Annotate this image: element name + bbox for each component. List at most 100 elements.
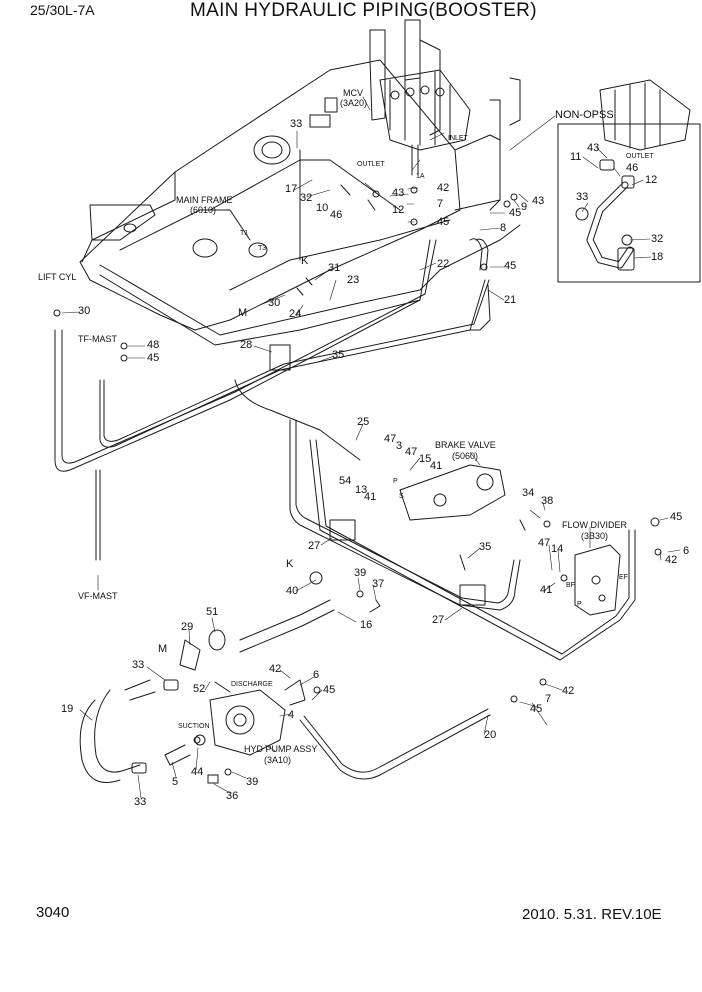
part-number: 18 bbox=[651, 251, 664, 263]
label-port-p2: P bbox=[577, 601, 582, 608]
part-number: 46 bbox=[330, 209, 343, 221]
part-number: 19 bbox=[61, 703, 74, 715]
part-number: 9 bbox=[521, 201, 528, 213]
main-frame-outline bbox=[79, 19, 521, 346]
part-number: 23 bbox=[347, 274, 360, 286]
part-number: 45 bbox=[437, 216, 450, 228]
part-number: 42 bbox=[437, 182, 450, 194]
part-number: 13 bbox=[355, 484, 368, 496]
view-marker-m: M bbox=[238, 307, 248, 319]
part-number: 10 bbox=[316, 202, 329, 214]
page-title: MAIN HYDRAULIC PIPING(BOOSTER) bbox=[190, 0, 537, 21]
part-number: 47 bbox=[405, 446, 418, 458]
leader-lines bbox=[61, 96, 681, 799]
revision-date: 2010. 5.31. REV.10E bbox=[522, 906, 662, 923]
part-number: 48 bbox=[147, 339, 160, 351]
part-number: 42 bbox=[562, 685, 575, 697]
part-number: 47 bbox=[538, 537, 551, 549]
part-number: 45 bbox=[323, 684, 336, 696]
label-brake-valve: BRAKE VALVE bbox=[435, 440, 496, 450]
part-number: 28 bbox=[240, 339, 253, 351]
part-number: 33 bbox=[576, 191, 589, 203]
part-number: 14 bbox=[551, 543, 564, 555]
part-number: 37 bbox=[372, 578, 385, 590]
label-port-bf: BF bbox=[566, 582, 575, 589]
label-lift-cyl: LIFT CYL bbox=[38, 272, 77, 282]
part-number: 7 bbox=[545, 693, 552, 705]
part-number: 22 bbox=[437, 258, 450, 270]
label-hyd-pump-assy: HYD PUMP ASSY bbox=[244, 744, 318, 754]
part-number: 6 bbox=[313, 669, 320, 681]
part-number: 40 bbox=[286, 585, 299, 597]
label-hyd-pump-ref: (3A10) bbox=[264, 755, 292, 765]
part-number: 20 bbox=[484, 729, 497, 741]
part-number: 52 bbox=[193, 683, 206, 695]
label-inlet: INLET bbox=[448, 135, 468, 142]
mcv-valve bbox=[379, 69, 471, 176]
label-outlet-inset: OUTLET bbox=[626, 153, 654, 160]
part-number: 42 bbox=[665, 554, 678, 566]
part-number: 17 bbox=[285, 183, 298, 195]
label-port-p: P bbox=[393, 478, 398, 485]
part-number: 44 bbox=[191, 766, 204, 778]
view-marker-m: M bbox=[158, 643, 168, 655]
part-number: 43 bbox=[532, 195, 545, 207]
label-outlet: OUTLET bbox=[357, 161, 385, 168]
part-number: 41 bbox=[430, 460, 443, 472]
part-number: 45 bbox=[509, 207, 522, 219]
part-number: 25 bbox=[357, 416, 370, 428]
label-main-frame-ref: (6010) bbox=[190, 205, 217, 215]
part-number: 43 bbox=[392, 187, 405, 199]
flow-divider bbox=[574, 544, 621, 616]
part-number: 46 bbox=[626, 162, 639, 174]
part-number: 27 bbox=[308, 540, 321, 552]
part-number: 33 bbox=[290, 118, 303, 130]
part-number: 16 bbox=[360, 619, 373, 631]
pipe-clamps bbox=[269, 344, 486, 606]
hydraulic-pump bbox=[164, 679, 306, 766]
part-number: 51 bbox=[206, 606, 219, 618]
part-number: 41 bbox=[364, 491, 377, 503]
label-t3: T3 bbox=[258, 245, 267, 252]
label-non-opss: NON-OPSS bbox=[555, 109, 614, 121]
part-number: 7 bbox=[437, 198, 444, 210]
part-number: 32 bbox=[300, 192, 313, 204]
label-suction: SUCTION bbox=[178, 723, 210, 730]
part-number: 12 bbox=[392, 204, 405, 216]
part-number: 29 bbox=[181, 621, 194, 633]
part-number: 45 bbox=[670, 511, 683, 523]
part-number: 30 bbox=[78, 305, 91, 317]
part-number: 31 bbox=[328, 262, 341, 274]
view-marker-k: K bbox=[301, 255, 309, 267]
part-number: 24 bbox=[289, 308, 302, 320]
part-number: 47 bbox=[384, 433, 397, 445]
label-tf-mast: TF-MAST bbox=[78, 334, 117, 344]
part-number: 3 bbox=[396, 440, 403, 452]
part-number: 54 bbox=[339, 475, 352, 487]
part-number: 4 bbox=[288, 709, 295, 721]
non-opss-inset bbox=[557, 79, 701, 283]
label-main-frame: MAIN FRAME bbox=[176, 195, 233, 205]
part-number: 35 bbox=[332, 349, 345, 361]
label-vf-mast: VF-MAST bbox=[78, 591, 118, 601]
part-number: 15 bbox=[419, 453, 432, 465]
label-port-ef: EF bbox=[619, 574, 628, 581]
part-number: 33 bbox=[134, 796, 147, 808]
model-number: 25/30L-7A bbox=[30, 2, 95, 18]
part-number: 39 bbox=[246, 776, 259, 788]
part-number: 6 bbox=[683, 545, 690, 557]
brake-valve bbox=[399, 464, 506, 521]
part-number: 34 bbox=[522, 487, 535, 499]
part-number: 27 bbox=[432, 614, 445, 626]
part-number: 8 bbox=[500, 222, 507, 234]
label-t1: T1 bbox=[240, 230, 249, 237]
part-number: 35 bbox=[479, 541, 492, 553]
label-mcv: MCV bbox=[343, 88, 363, 98]
part-number: 36 bbox=[226, 790, 239, 802]
part-number: 32 bbox=[651, 233, 664, 245]
part-number: 45 bbox=[530, 703, 543, 715]
label-port-1a: 1A bbox=[416, 173, 425, 180]
part-number: 41 bbox=[540, 584, 553, 596]
part-number: 43 bbox=[587, 142, 600, 154]
